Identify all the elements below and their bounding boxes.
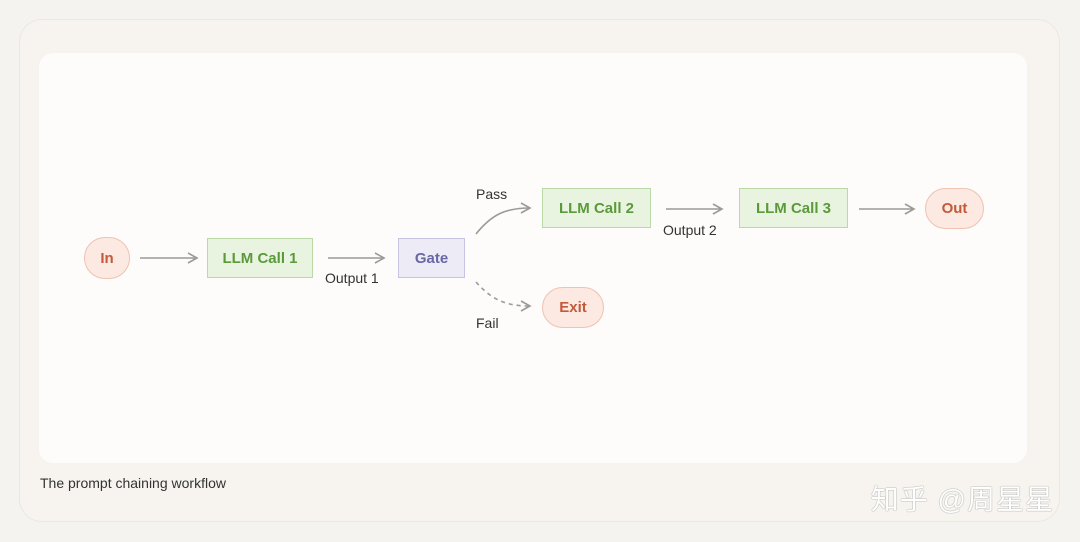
node-gate: Gate: [398, 238, 465, 278]
node-llm-call-3: LLM Call 3: [739, 188, 848, 228]
watermark: 知乎 @周星星: [870, 484, 1054, 515]
edge-label-output-1: Output 1: [325, 270, 379, 286]
figure-caption: The prompt chaining workflow: [40, 475, 226, 491]
node-exit: Exit: [542, 287, 604, 328]
node-llm-call-2: LLM Call 2: [542, 188, 651, 228]
node-out: Out: [925, 188, 984, 229]
edge-label-fail: Fail: [476, 315, 499, 331]
node-in: In: [84, 237, 130, 279]
edge-label-output-2: Output 2: [663, 222, 717, 238]
edge-gate-to-llm2: [475, 202, 532, 235]
edge-gate-to-exit: [475, 281, 532, 312]
edge-label-pass: Pass: [476, 186, 508, 202]
node-llm-call-1: LLM Call 1: [207, 238, 313, 278]
diagram-canvas: [39, 53, 1027, 463]
